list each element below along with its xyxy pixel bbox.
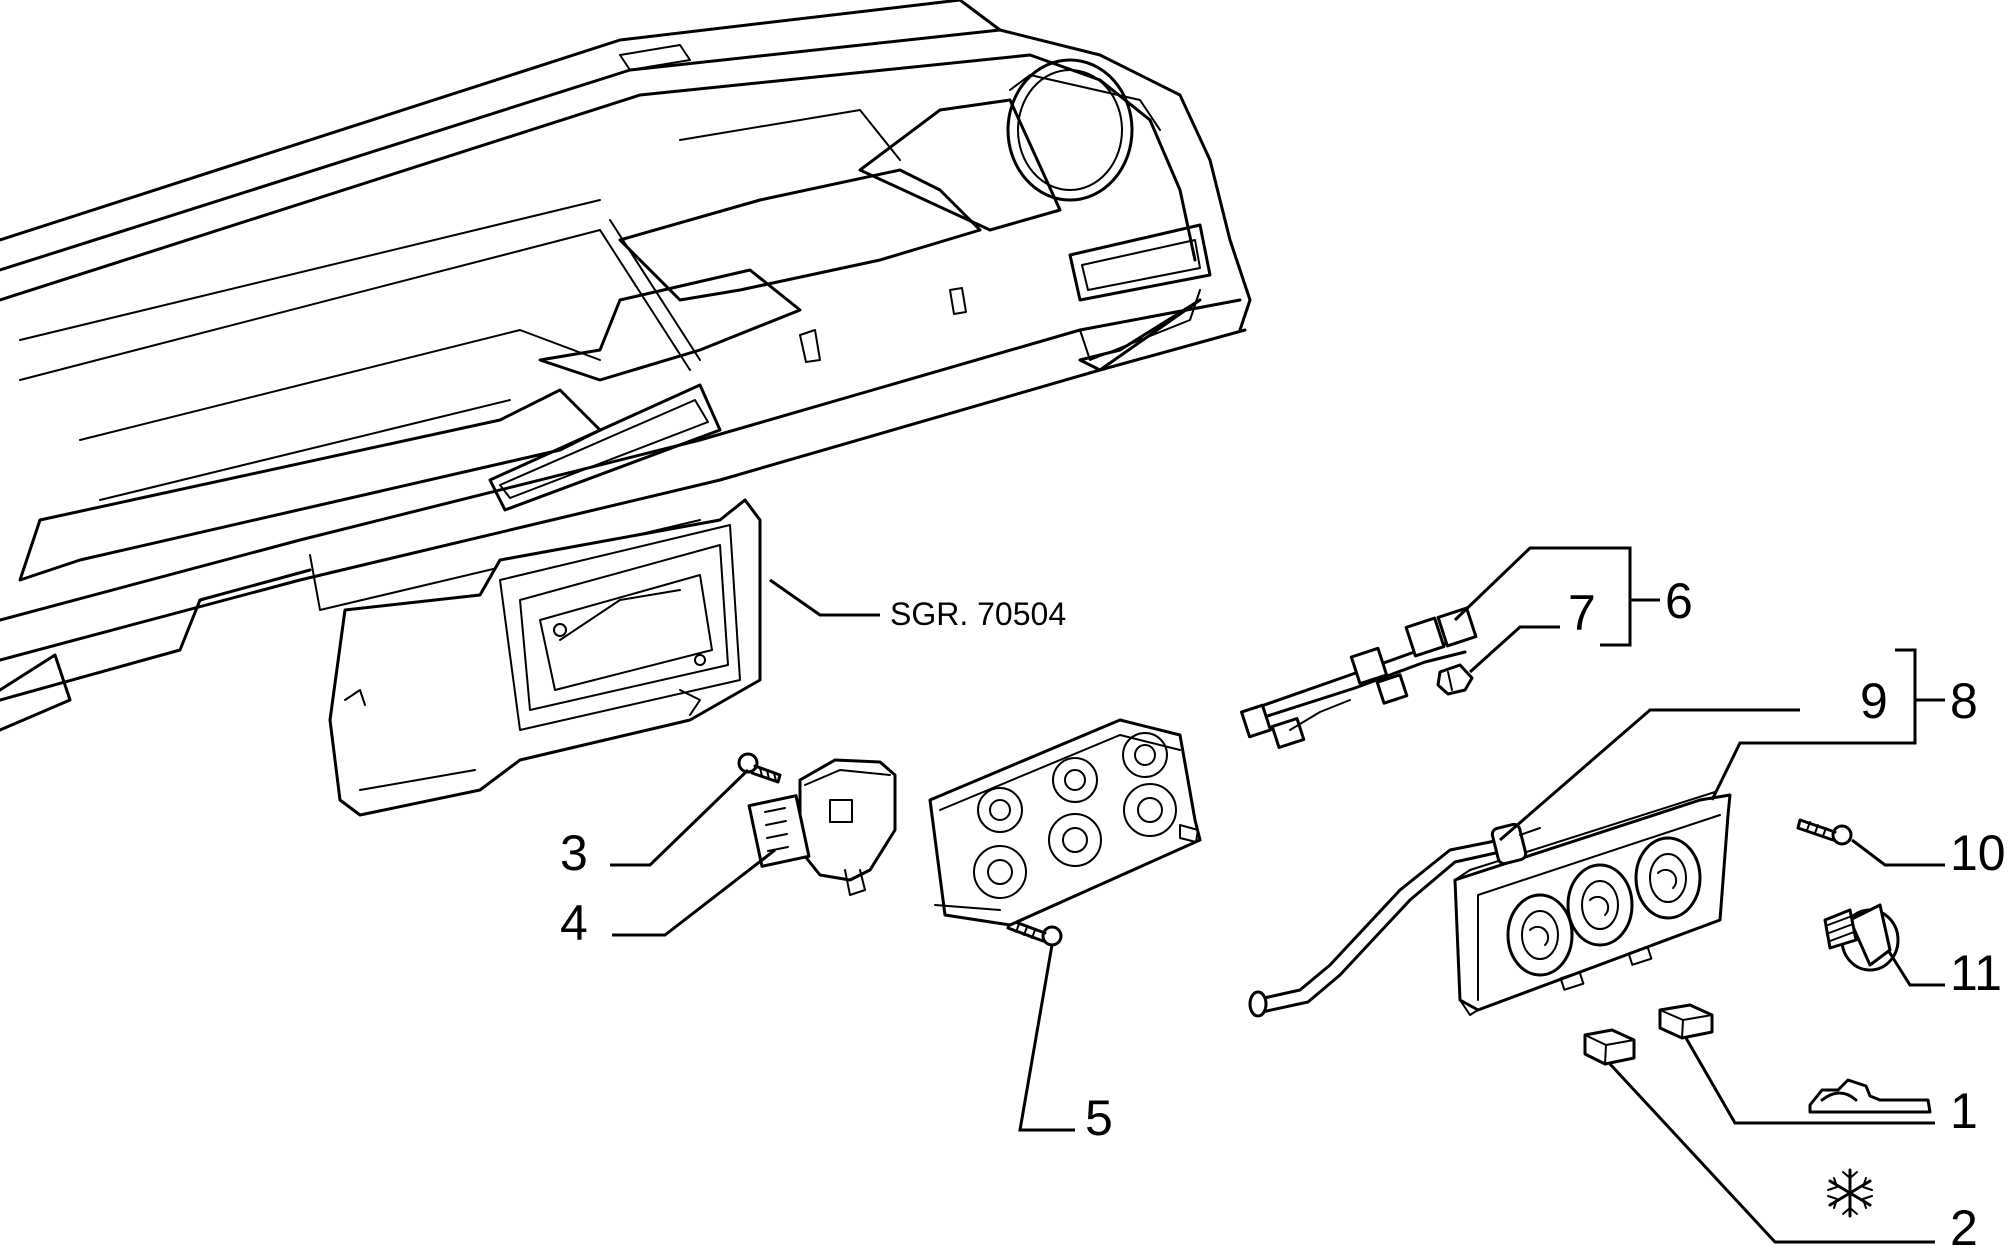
snowflake-icon (1827, 1168, 1873, 1218)
console-bezel (328, 498, 762, 817)
callout-7: 7 (1568, 585, 1596, 641)
callout-4: 4 (560, 895, 588, 951)
wiring-harness-part-6 (1240, 606, 1478, 749)
cable-part-9 (1248, 822, 1541, 1018)
screw-part-10 (1796, 818, 1853, 846)
callout-3: 3 (560, 825, 588, 881)
callout-5: 5 (1085, 1090, 1113, 1146)
blower-switch-part-4 (747, 758, 897, 896)
screw-part-3 (737, 752, 782, 784)
reference-label: SGR. 70504 (890, 596, 1066, 632)
knob-part-11 (1823, 903, 1900, 972)
dashboard-assembly (0, 0, 1252, 732)
leader-lines (610, 546, 1945, 1244)
callout-8: 8 (1950, 673, 1978, 729)
callout-2: 2 (1950, 1200, 1978, 1248)
callout-10: 10 (1950, 825, 2006, 881)
callout-6: 6 (1665, 573, 1693, 629)
switch-part-2 (1583, 1028, 1636, 1066)
callout-9: 9 (1860, 673, 1888, 729)
callout-11: 11 (1950, 945, 2002, 1001)
car-recirculation-icon (1808, 1078, 1932, 1114)
bulb-part-7 (1436, 663, 1474, 696)
callout-1: 1 (1950, 1083, 1978, 1139)
switch-part-1 (1658, 1003, 1714, 1040)
control-unit-body (928, 718, 1202, 927)
control-panel-part-8 (1453, 791, 1732, 1016)
